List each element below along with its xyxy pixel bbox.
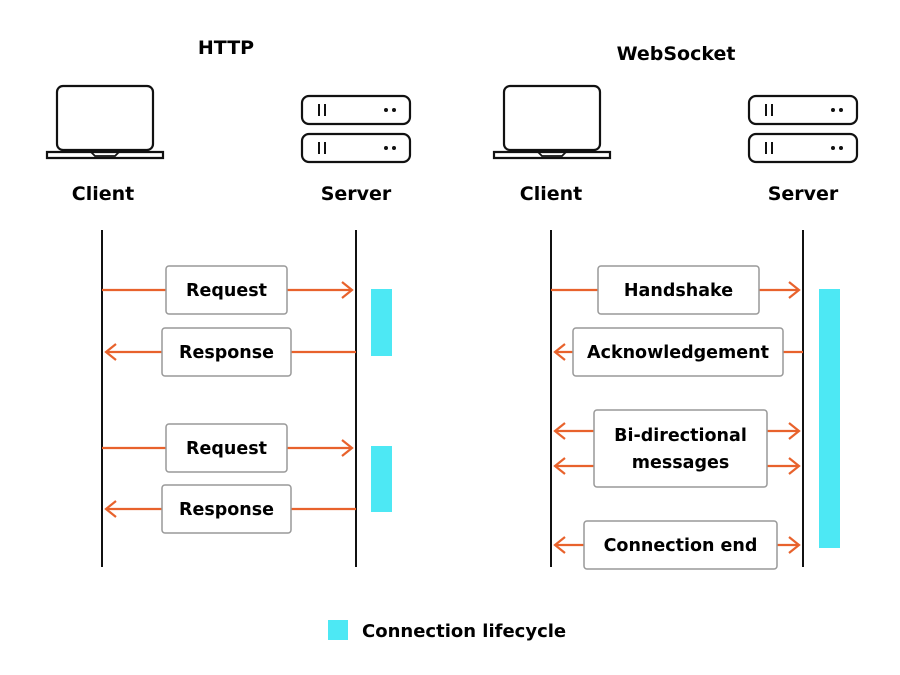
http-client-label: Client	[72, 183, 134, 205]
websocket-connection-lifecycle-bar	[819, 289, 840, 548]
http-title: HTTP	[198, 37, 254, 59]
http-request-arrow-2	[102, 439, 354, 457]
websocket-handshake-label: Handshake	[624, 281, 733, 301]
http-connection-lifecycle-bar-2	[371, 446, 392, 512]
http-response-label-2: Response	[179, 500, 274, 520]
laptop-icon	[492, 84, 612, 160]
http-request-arrow-1	[102, 281, 354, 299]
websocket-handshake-box	[597, 265, 760, 315]
http-server-label: Server	[321, 183, 392, 205]
legend-swatch	[328, 620, 348, 640]
http-connection-lifecycle-bar-1	[371, 289, 392, 356]
laptop-icon	[45, 84, 165, 160]
http-response-arrow-1	[104, 343, 356, 361]
websocket-handshake-arrow	[551, 281, 801, 299]
websocket-bidirectional-label-line2: messages	[632, 453, 730, 473]
websocket-connection-end-label: Connection end	[604, 536, 758, 556]
websocket-title: WebSocket	[617, 43, 736, 65]
legend-label: Connection lifecycle	[362, 621, 566, 642]
http-response-arrow-2	[104, 500, 356, 518]
server-rack-icon	[747, 94, 859, 164]
websocket-connection-end-arrow	[553, 536, 801, 554]
http-response-label-1: Response	[179, 343, 274, 363]
http-request-label-2: Request	[186, 439, 267, 459]
websocket-server-label: Server	[768, 183, 839, 205]
server-rack-icon	[300, 94, 412, 164]
http-response-box-2	[161, 484, 292, 534]
websocket-acknowledgement-label: Acknowledgement	[587, 343, 769, 363]
http-response-box-1	[161, 327, 292, 377]
websocket-acknowledgement-arrow	[553, 343, 803, 361]
websocket-connection-end-box	[583, 520, 778, 570]
websocket-acknowledgement-box	[572, 327, 784, 377]
http-request-label-1: Request	[186, 281, 267, 301]
http-request-box-2	[165, 423, 288, 473]
websocket-bidirectional-box	[593, 409, 768, 488]
websocket-bidirectional-arrows	[553, 422, 801, 475]
http-request-box-1	[165, 265, 288, 315]
websocket-bidirectional-label-line1: Bi-directional	[614, 426, 747, 446]
websocket-client-label: Client	[520, 183, 582, 205]
